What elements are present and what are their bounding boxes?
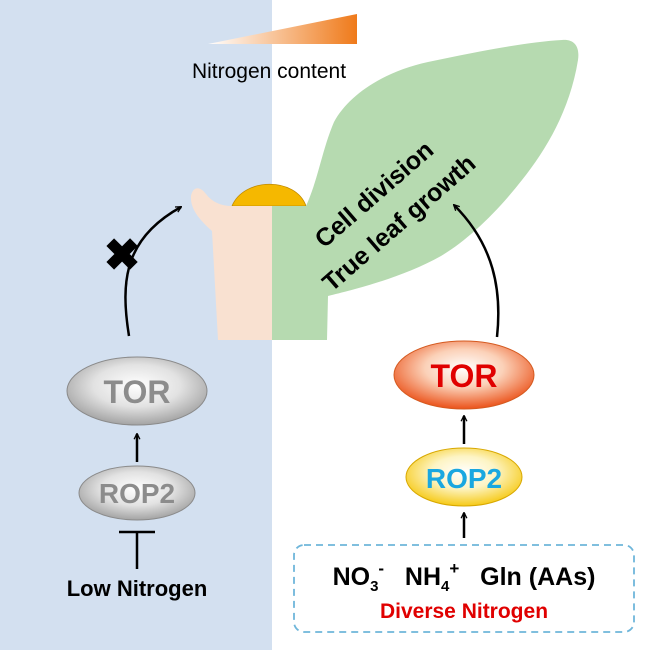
nitrogen-content-label: Nitrogen content — [192, 60, 346, 83]
nitrate-subscript: 3 — [370, 578, 378, 595]
nitrogen-sources-line: NO3- NH4+ Gln (AAs) — [333, 559, 596, 595]
rop2-label-inactive: ROP2 — [99, 478, 175, 509]
rop2-node-active — [405, 447, 523, 507]
rop2-label-active: ROP2 — [426, 463, 502, 494]
tor-label-active: TOR — [431, 358, 498, 394]
ammonium-subscript: 4 — [441, 578, 450, 595]
block-x-icon: ✖ — [104, 231, 141, 280]
rop2-node-inactive — [78, 465, 196, 521]
tor-label-inactive: TOR — [104, 374, 171, 410]
ammonium-charge: + — [449, 559, 459, 578]
blocked-arrow — [124, 205, 181, 337]
growth-arrow — [454, 205, 500, 338]
tor-node-inactive — [66, 356, 208, 426]
nitrate-charge: - — [378, 559, 384, 578]
nitrate-formula: NO — [333, 563, 371, 591]
glutamine-label: Gln (AAs) — [480, 563, 595, 591]
nitrogen-gradient-wedge — [208, 14, 357, 44]
diverse-nitrogen-box — [293, 544, 635, 633]
ammonium-formula: NH — [405, 563, 441, 591]
diverse-nitrogen-label: Diverse Nitrogen — [380, 600, 548, 623]
low-nitrogen-label: Low Nitrogen — [67, 576, 208, 601]
tor-node-active — [393, 340, 535, 410]
meristem-dome — [231, 184, 307, 207]
leaf-blade — [272, 39, 579, 340]
stem-left-half — [190, 188, 272, 340]
